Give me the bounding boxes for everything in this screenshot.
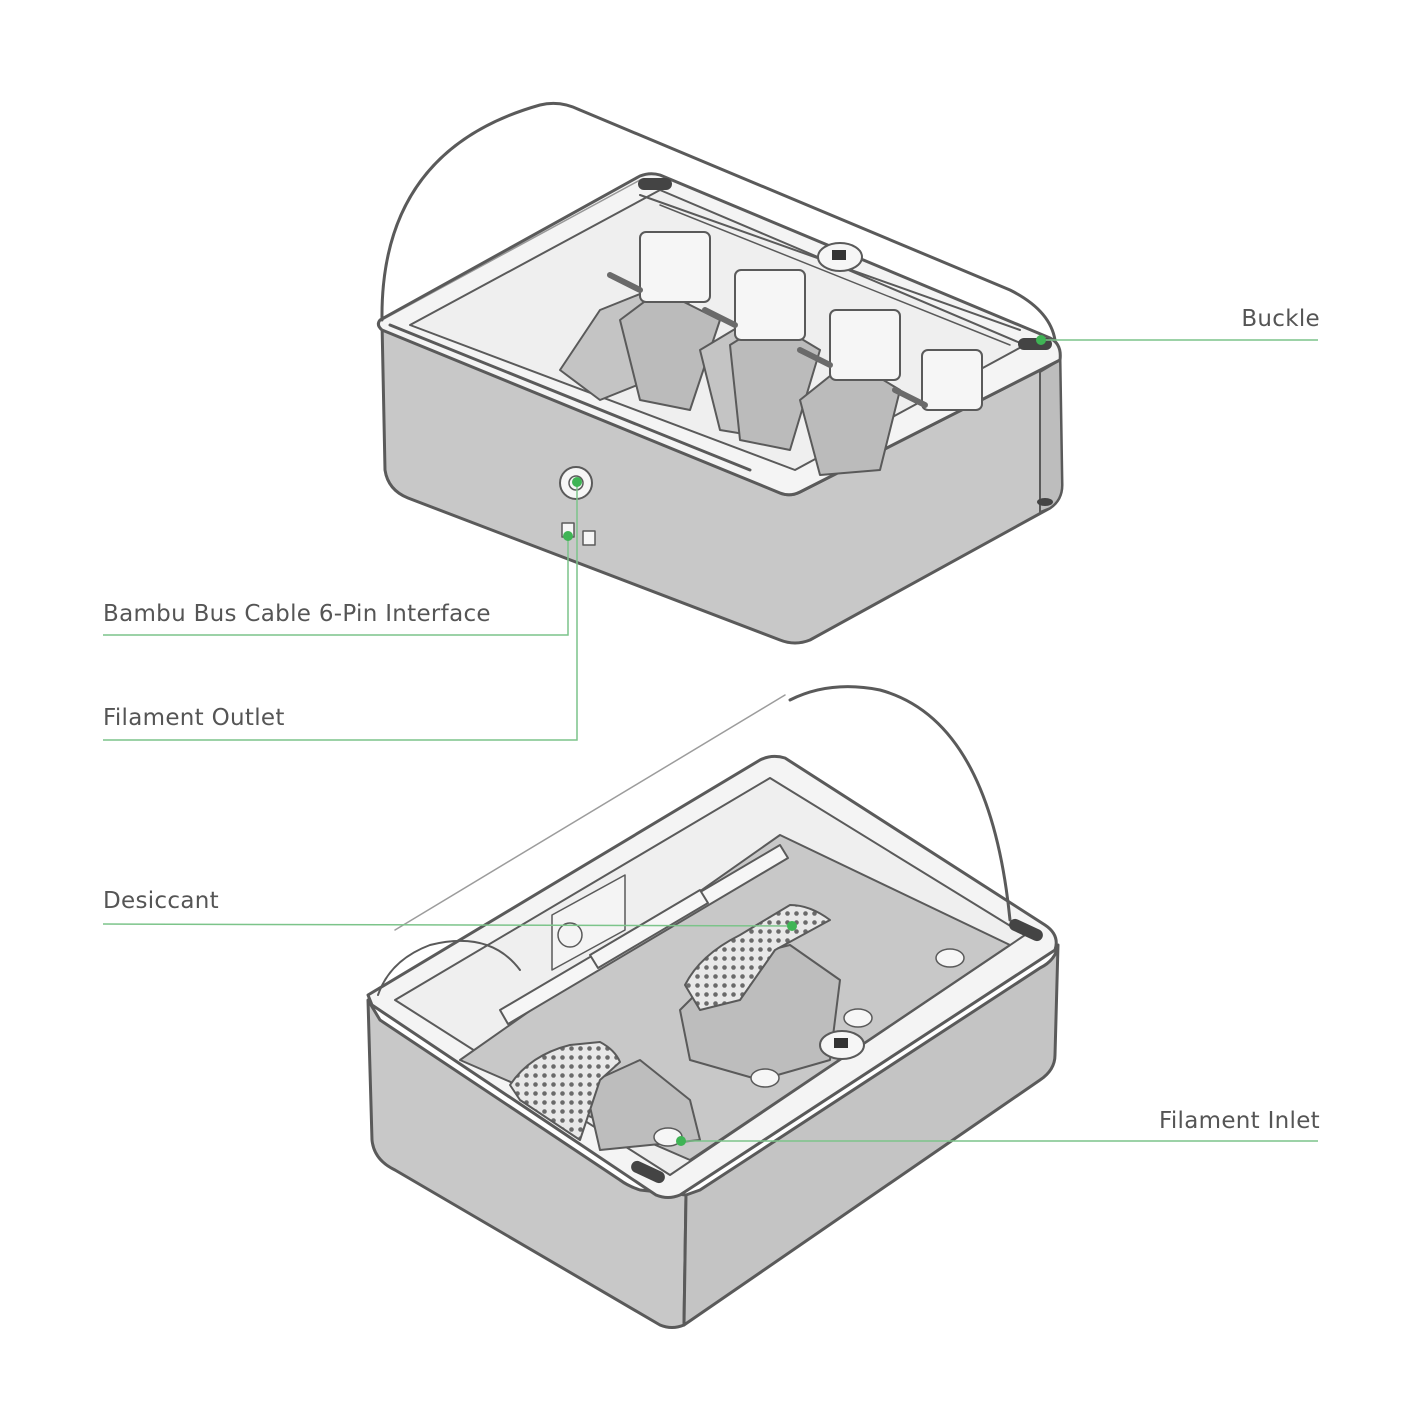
bottom-buckle-left — [631, 1160, 665, 1184]
dot-buckle — [1036, 335, 1046, 345]
bottom-buckle-right — [1009, 918, 1043, 942]
top-buckle-left — [638, 178, 672, 190]
label-desiccant: Desiccant — [103, 888, 219, 914]
bottom-body-side — [682, 943, 1060, 1327]
bottom-dome-lid — [788, 685, 1012, 922]
label-buckle: Buckle — [1241, 306, 1320, 332]
top-spool-trays — [559, 289, 901, 476]
callout-leaders — [102, 339, 1318, 1142]
label-filament-inlet: Filament Inlet — [1158, 1108, 1320, 1134]
top-6pin-interface-b — [582, 530, 596, 546]
top-ams-unit — [376, 101, 1064, 645]
top-feeder-mechanisms — [639, 231, 983, 411]
desiccant-panel-rear — [684, 904, 831, 1011]
leader-filament-outlet — [103, 482, 578, 741]
bottom-filament-inlets — [653, 948, 965, 1147]
leader-bus-cable — [103, 536, 569, 636]
dot-bus-cable — [563, 531, 573, 541]
bottom-body-front — [366, 998, 688, 1329]
callout-dots — [563, 335, 1046, 1146]
top-body-side — [1039, 359, 1063, 513]
dot-desiccant — [787, 921, 797, 931]
top-dome-lid — [380, 101, 1057, 342]
label-filament-outlet: Filament Outlet — [103, 705, 285, 731]
bottom-ams-unit — [366, 685, 1060, 1329]
dot-filament-outlet — [572, 477, 582, 487]
dot-filament-inlet — [676, 1136, 686, 1146]
leader-desiccant — [102, 923, 793, 927]
bottom-rollers — [499, 844, 789, 1025]
label-bus-cable: Bambu Bus Cable 6-Pin Interface — [103, 601, 491, 627]
desiccant-panel-front — [509, 1041, 621, 1141]
